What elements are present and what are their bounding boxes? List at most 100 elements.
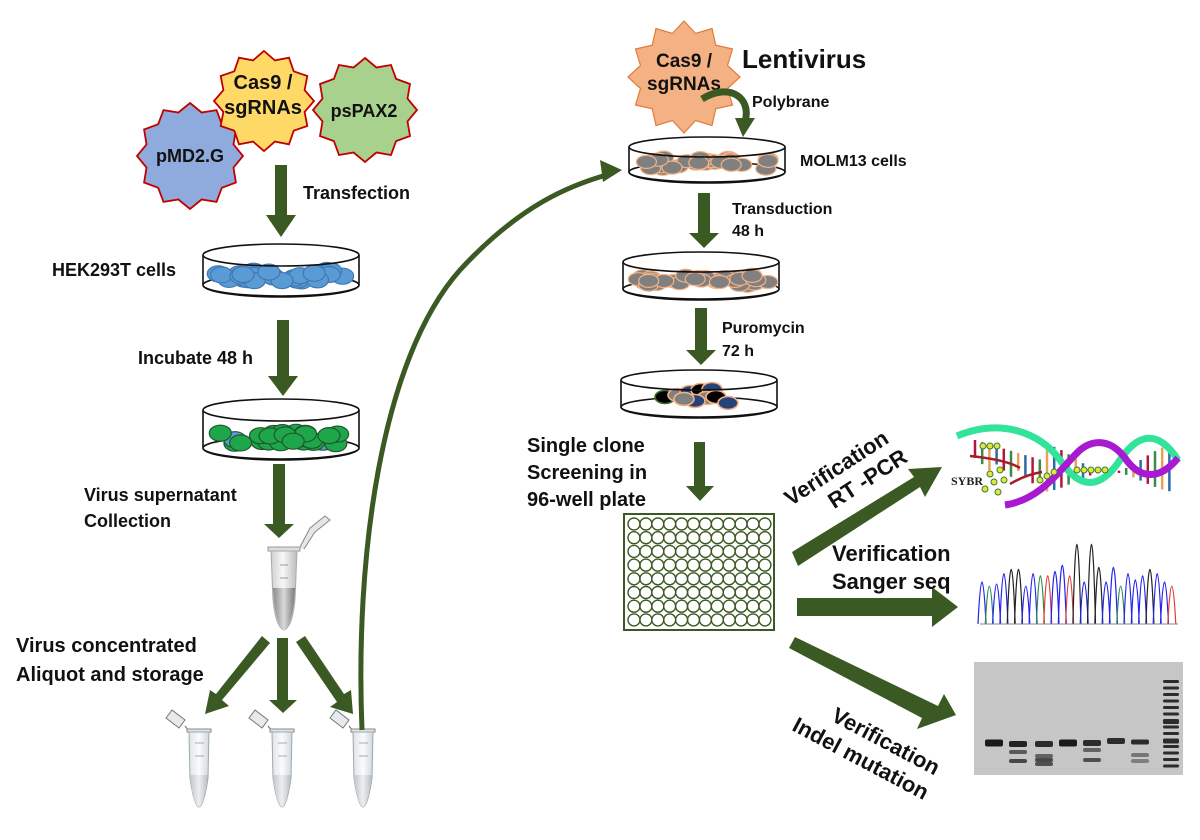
cell xyxy=(741,268,763,283)
arrow-verification-rtpcr xyxy=(792,467,942,566)
cell xyxy=(757,153,779,168)
label-molm13-cells: MOLM13 cells xyxy=(800,153,907,170)
chromatogram-peak xyxy=(1028,573,1038,625)
tube-cap xyxy=(248,709,269,729)
hek-cells xyxy=(206,261,355,290)
gel-band xyxy=(1131,759,1149,763)
step-single-clone-line2: Screening in xyxy=(527,462,647,484)
well xyxy=(758,558,772,572)
arrow-verification-sanger xyxy=(797,587,958,627)
chromatogram-peak xyxy=(1123,573,1133,625)
tube-cap-hinge xyxy=(280,515,331,550)
dish-rim xyxy=(622,251,780,273)
ladder-band xyxy=(1163,706,1179,709)
ladder-band xyxy=(1163,712,1179,716)
chromatogram-peak xyxy=(1138,575,1148,625)
ladder-band xyxy=(1163,758,1179,761)
sybr-dot xyxy=(993,442,1001,450)
gel-band xyxy=(1009,759,1027,763)
plasmid-cas9-label-line1: Cas9 / xyxy=(234,72,293,94)
well xyxy=(758,517,772,531)
gel-background xyxy=(974,662,1183,775)
cell xyxy=(720,157,742,172)
step-incubate-48h: Incubate 48 h xyxy=(138,348,253,368)
sybr-dot xyxy=(994,488,1002,496)
gel-band xyxy=(1035,754,1053,758)
ladder-band xyxy=(1163,719,1179,724)
gel-band xyxy=(1131,739,1149,745)
chromatogram-peak xyxy=(977,581,987,625)
plasmid-pmd2g-label: pMD2.G xyxy=(156,146,224,166)
sybr-dot xyxy=(990,478,998,486)
plate-wells xyxy=(627,517,772,627)
tube-liquid xyxy=(190,775,208,807)
arrow-single-clone xyxy=(686,442,714,501)
gel-bands xyxy=(985,680,1179,768)
dna-base-pairs xyxy=(973,440,1171,492)
sybr-dot xyxy=(986,442,994,450)
gel-band xyxy=(985,739,1003,747)
cell xyxy=(209,266,234,284)
gel-band xyxy=(1009,750,1027,754)
cell xyxy=(302,264,326,282)
cell xyxy=(708,274,731,290)
gel-band xyxy=(1107,738,1125,744)
ladder-band xyxy=(1163,751,1179,755)
well xyxy=(758,599,772,613)
plasmid-cas9-label-line2: sgRNAs xyxy=(224,97,302,119)
chromatogram-peak xyxy=(1159,581,1170,625)
sybr-dot xyxy=(1036,476,1044,484)
tube-liquid xyxy=(354,775,372,807)
sanger-chromatogram xyxy=(977,543,1178,625)
arrow-verification-indel xyxy=(789,637,956,729)
step-virus-supernatant-line1: Virus supernatant xyxy=(84,485,237,505)
arrow-lentivirus-transfer xyxy=(358,171,611,731)
chromatogram-peak xyxy=(1116,585,1126,625)
ladder-band xyxy=(1163,738,1179,744)
cell xyxy=(717,395,739,411)
lentivirus-cas9-line1: Cas9 / xyxy=(656,51,713,72)
plasmid-pmd2g: pMD2.G xyxy=(135,101,245,211)
cell xyxy=(231,265,255,284)
96-well-plate xyxy=(623,513,775,631)
well xyxy=(758,544,772,559)
cell xyxy=(208,424,232,442)
arrow-transduction xyxy=(689,193,719,248)
sybr-dot xyxy=(1000,476,1008,484)
arrow-aliquot-left xyxy=(205,636,270,714)
chromatogram-peak xyxy=(1021,585,1031,625)
cell xyxy=(635,154,658,169)
dish-rim xyxy=(202,398,360,422)
step-transfection: Transfection xyxy=(303,183,410,203)
ladder-band xyxy=(1163,725,1179,729)
sybr-dot xyxy=(1087,466,1095,474)
sybr-dot xyxy=(1050,468,1058,476)
chromatogram-peak xyxy=(1013,569,1024,625)
plasmid-pspax2: psPAX2 xyxy=(311,56,419,164)
ladder-band xyxy=(1163,699,1179,703)
label-lentivirus: Lentivirus xyxy=(742,44,866,74)
sybr-dot xyxy=(1080,466,1088,474)
gel-band xyxy=(1059,739,1077,747)
chromatogram-peak xyxy=(992,583,1002,625)
virus-producing-cells xyxy=(208,423,350,453)
ladder-band xyxy=(1163,745,1179,748)
step-transduction-line1: Transduction xyxy=(732,201,832,218)
label-polybrane: Polybrane xyxy=(752,94,829,111)
rtpcr-dna-illustration: SYBR xyxy=(951,424,1181,509)
step-transduction-line2: 48 h xyxy=(732,223,764,240)
sybr-dye-molecules xyxy=(979,442,1109,496)
sanger-line2: Sanger seq xyxy=(832,569,951,594)
ladder-band xyxy=(1163,732,1179,735)
cell xyxy=(229,434,253,452)
step-virus-supernatant-line2: Collection xyxy=(84,511,171,531)
arrow-polybrane-head xyxy=(735,118,755,137)
ladder-band xyxy=(1163,680,1179,683)
sybr-dot xyxy=(996,466,1004,474)
step-single-clone-line3: 96-well plate xyxy=(527,489,646,511)
infected-dish xyxy=(202,398,360,461)
gel-band xyxy=(1035,758,1053,762)
step-aliquot-storage-line2: Aliquot and storage xyxy=(16,664,204,686)
arrow-transfection xyxy=(266,165,296,237)
